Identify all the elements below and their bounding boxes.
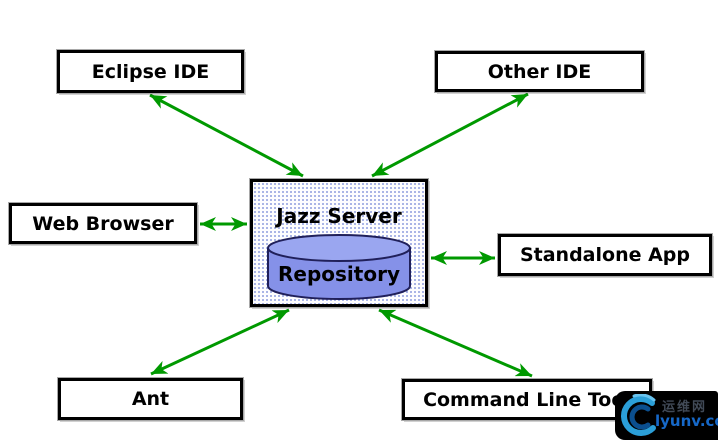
node-standalone-app: Standalone App [497, 233, 713, 277]
node-label: Standalone App [519, 244, 691, 266]
repository-cylinder-icon [267, 234, 411, 300]
node-label: Ant [131, 388, 170, 410]
node-command-line-tool: Command Line Tool [401, 378, 653, 421]
jazz-server-title: Jazz Server [276, 204, 402, 228]
arrow-eclipse-jazz [149, 93, 304, 178]
repository-label: Repository [278, 262, 400, 286]
lyunv-swirl-logo-icon [621, 394, 656, 436]
arrow-otheride-jazz [371, 92, 529, 178]
node-web-browser: Web Browser [8, 202, 198, 245]
node-eclipse-ide: Eclipse IDE [56, 49, 245, 94]
watermark-badge: 运维网 lyunv.com [615, 391, 718, 440]
node-other-ide: Other IDE [434, 50, 645, 93]
watermark-domain: lyunv.com [655, 412, 718, 430]
watermark-site-name: 运维网 [662, 400, 708, 415]
arrow-ant-jazz [150, 308, 290, 376]
node-label: Web Browser [32, 212, 174, 235]
node-label: Eclipse IDE [91, 60, 210, 83]
jazz-server-box: Jazz Server Repository [249, 178, 429, 308]
node-label: Other IDE [487, 60, 592, 83]
arrow-commandline-jazz [378, 308, 533, 378]
node-ant: Ant [57, 377, 244, 421]
node-label: Command Line Tool [423, 388, 631, 411]
